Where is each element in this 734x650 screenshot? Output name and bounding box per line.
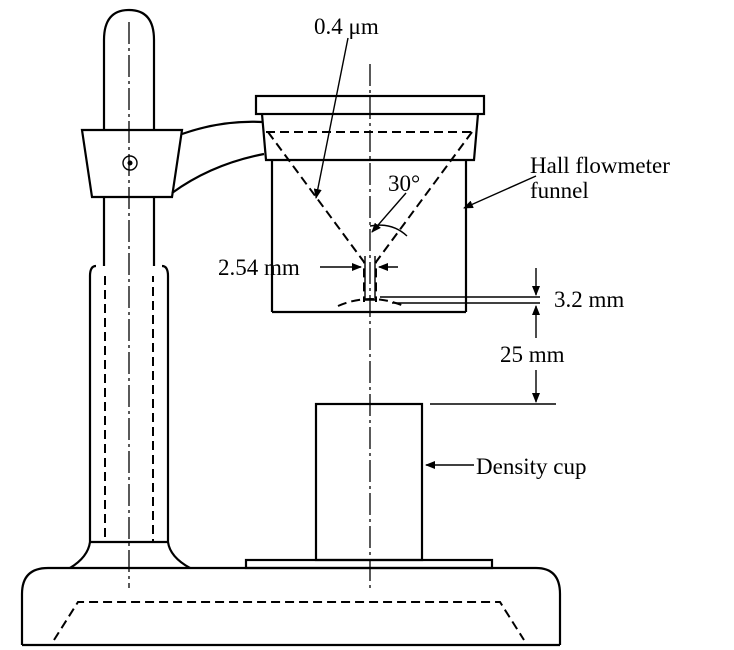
drop-height-label: 25 mm	[500, 342, 565, 367]
hall-funnel	[254, 64, 486, 590]
orifice-diameter-label: 2.54 mm	[218, 255, 300, 280]
funnel-label-line2: funnel	[530, 178, 589, 203]
particle-size-label: 0.4 μm	[314, 14, 379, 39]
angle-label: 30°	[388, 171, 420, 196]
density-cup	[314, 402, 424, 562]
stem-length-label: 3.2 mm	[554, 287, 624, 312]
stand-base	[20, 558, 562, 647]
stand-column	[69, 8, 191, 588]
density-cup-label: Density cup	[476, 454, 587, 479]
funnel-label-line1: Hall flowmeter	[530, 153, 670, 178]
dimension-lines	[313, 37, 556, 469]
clamp-arm	[80, 120, 265, 199]
